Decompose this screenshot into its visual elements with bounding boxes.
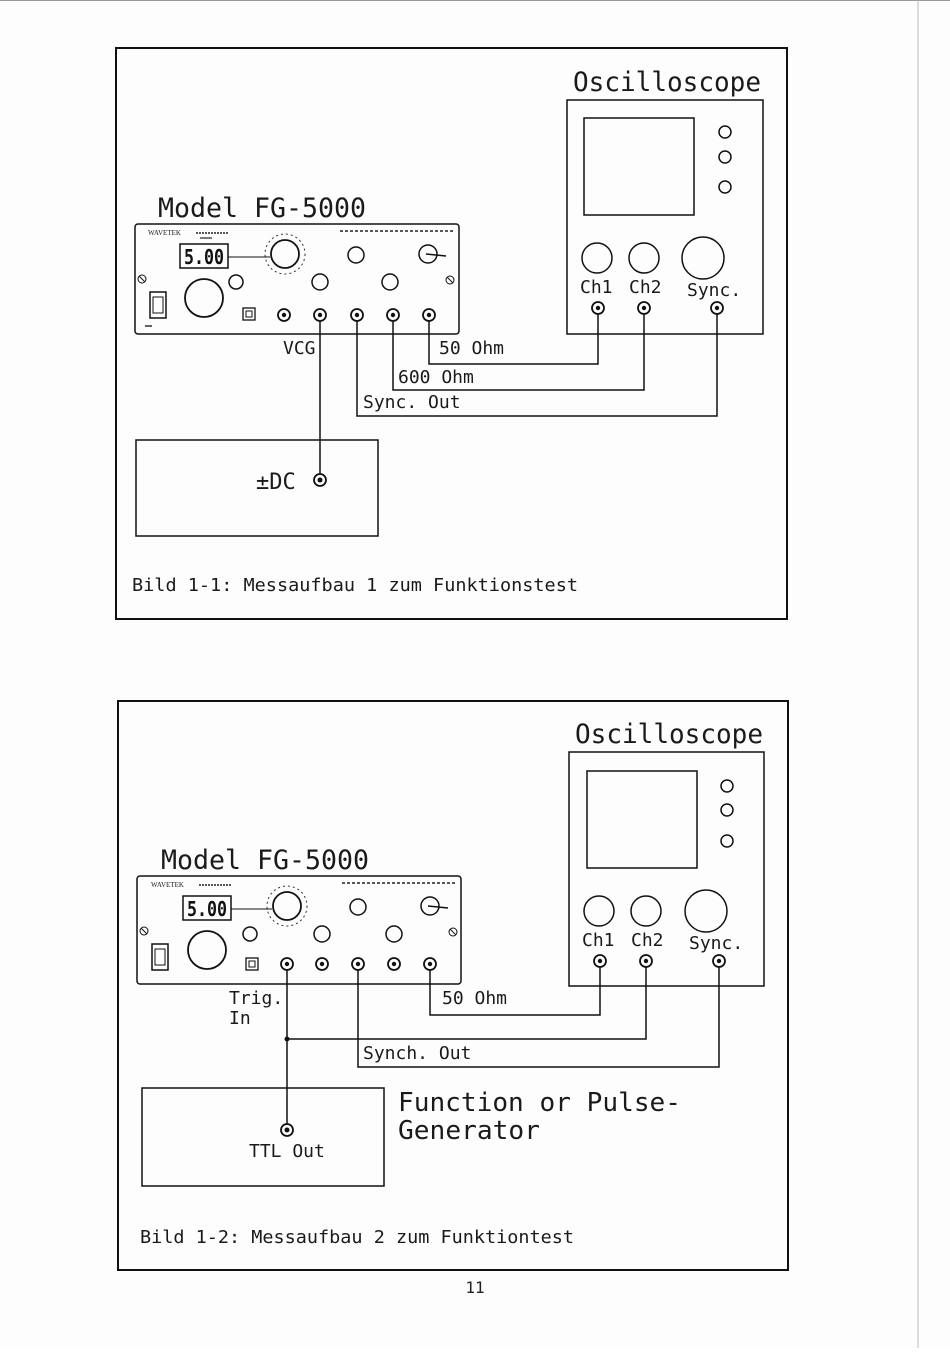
sync-knob (682, 237, 724, 279)
dc-offset-knob-1 (348, 247, 364, 263)
trig-in-label-line2: In (229, 1008, 251, 1029)
oscilloscope-2-title: Oscilloscope (575, 719, 763, 750)
power-switch-2 (152, 944, 168, 970)
big-knob-2 (188, 931, 226, 969)
panel-screw-icon (446, 276, 454, 284)
sync-bnc-jack (713, 955, 725, 967)
ch2-label: Ch2 (631, 930, 664, 951)
pulse-generator: TTL Out Function or Pulse- Generator (142, 1088, 681, 1186)
ch2-bnc-jack (638, 302, 650, 314)
function-generator-1: Model FG-5000 WAVETEK 5.00 (135, 193, 459, 359)
wire-600-ohm-label-1: 600 Ohm (398, 367, 474, 388)
wire-sync-out-label-2: Synch. Out (363, 1043, 471, 1064)
ch2-bnc-jack (640, 955, 652, 967)
dc-bnc-jack (314, 474, 326, 486)
panel-screw-icon (449, 928, 457, 936)
oscilloscope-1: Oscilloscope Ch1 Ch2 Sync. (567, 67, 763, 334)
brand-logo-1: WAVETEK (148, 229, 181, 237)
big-knob-1 (185, 279, 223, 317)
figure-2: Oscilloscope Ch1 Ch2 Sync. Model FG-5000… (118, 701, 788, 1270)
oscilloscope-1-knob-1 (719, 126, 731, 138)
oscilloscope-2-knob-2 (721, 804, 733, 816)
vcg-bnc-jack (314, 309, 326, 321)
dc-source: ±DC (136, 440, 378, 536)
vcg-label: VCG (283, 338, 316, 359)
panel-screw-icon (140, 927, 148, 935)
generator-1-front-panel (135, 224, 459, 334)
brand-logo-2: WAVETEK (151, 881, 184, 889)
ch2-label: Ch2 (629, 277, 662, 298)
attenuator-knob-2 (386, 926, 402, 942)
generator-2-front-panel (137, 876, 461, 984)
frequency-display-1-value: 5.00 (184, 245, 224, 269)
ch1-knob (584, 896, 614, 926)
attenuator-knob-1 (382, 274, 398, 290)
page-number: 11 (0, 1278, 950, 1297)
ch1-label: Ch1 (582, 930, 615, 951)
sync-knob (685, 890, 727, 932)
figure-1-caption: Bild 1-1: Messaufbau 1 zum Funktionstest (132, 575, 578, 596)
output-50-ohm-bnc-jack (424, 958, 436, 970)
oscilloscope-2-screen (587, 771, 697, 868)
figure-1: Oscilloscope Ch1 Ch2 Sync. Model FG-5000… (116, 48, 787, 619)
bnc-jack-1 (278, 309, 290, 321)
pulse-generator-box (142, 1088, 384, 1186)
panel-screw-icon (138, 275, 146, 283)
oscilloscope-1-screen (584, 118, 694, 215)
oscilloscope-1-knob-3 (719, 181, 731, 193)
oscilloscope-2-knob-3 (721, 835, 733, 847)
output-600-ohm-bnc-jack (387, 309, 399, 321)
ch1-label: Ch1 (580, 277, 613, 298)
dc-source-label: ±DC (256, 470, 296, 495)
frequency-display-2-value: 5.00 (187, 897, 227, 921)
ch1-bnc-jack (592, 302, 604, 314)
trigger-button-1 (243, 308, 255, 320)
bnc-jack-2 (316, 958, 328, 970)
ch2-knob (629, 243, 659, 273)
function-generator-2: Model FG-5000 WAVETEK 5.00 (137, 845, 461, 1029)
trigger-button-2 (246, 958, 258, 970)
ch2-knob (631, 896, 661, 926)
output-50-ohm-bnc-jack (423, 309, 435, 321)
frequency-dial-1 (271, 240, 299, 268)
pulse-generator-label-line2: Generator (398, 1116, 540, 1146)
model-label-2: Model FG-5000 (161, 845, 369, 876)
oscilloscope-1-knob-2 (719, 151, 731, 163)
ttl-out-label: TTL Out (249, 1141, 325, 1162)
model-label-1: Model FG-5000 (158, 193, 366, 224)
sync-out-bnc-jack (351, 309, 363, 321)
wire-50-ohm-label-2: 50 Ohm (442, 988, 507, 1009)
sync-out-bnc-jack (352, 958, 364, 970)
trig-in-label-line1: Trig. (229, 988, 283, 1009)
ch1-knob (582, 243, 612, 273)
oscilloscope-2-knob-1 (721, 780, 733, 792)
sync-label: Sync. (689, 933, 743, 954)
symmetry-knob-1 (312, 274, 328, 290)
vernier-knob-1 (229, 275, 243, 289)
sync-label: Sync. (687, 280, 741, 301)
ch1-bnc-jack (594, 955, 606, 967)
sync-bnc-jack (711, 302, 723, 314)
vernier-knob-2 (243, 927, 257, 941)
ttl-out-bnc-jack (281, 1124, 293, 1136)
oscilloscope-1-title: Oscilloscope (573, 67, 761, 98)
pulse-generator-label-line1: Function or Pulse- (398, 1088, 681, 1118)
trig-in-bnc-jack (281, 958, 293, 970)
figure-2-caption: Bild 1-2: Messaufbau 2 zum Funktiontest (140, 1227, 574, 1248)
dc-offset-knob-2 (350, 899, 366, 915)
wire-sync-out-label-1: Sync. Out (363, 392, 461, 413)
wire-50-ohm-label-1: 50 Ohm (439, 338, 504, 359)
output-600-ohm-bnc-jack (388, 958, 400, 970)
wire-junction-dot (285, 1037, 290, 1042)
oscilloscope-2: Oscilloscope Ch1 Ch2 Sync. (569, 719, 764, 986)
symmetry-knob-2 (314, 926, 330, 942)
power-switch-1 (150, 292, 166, 318)
frequency-dial-2 (273, 892, 301, 920)
